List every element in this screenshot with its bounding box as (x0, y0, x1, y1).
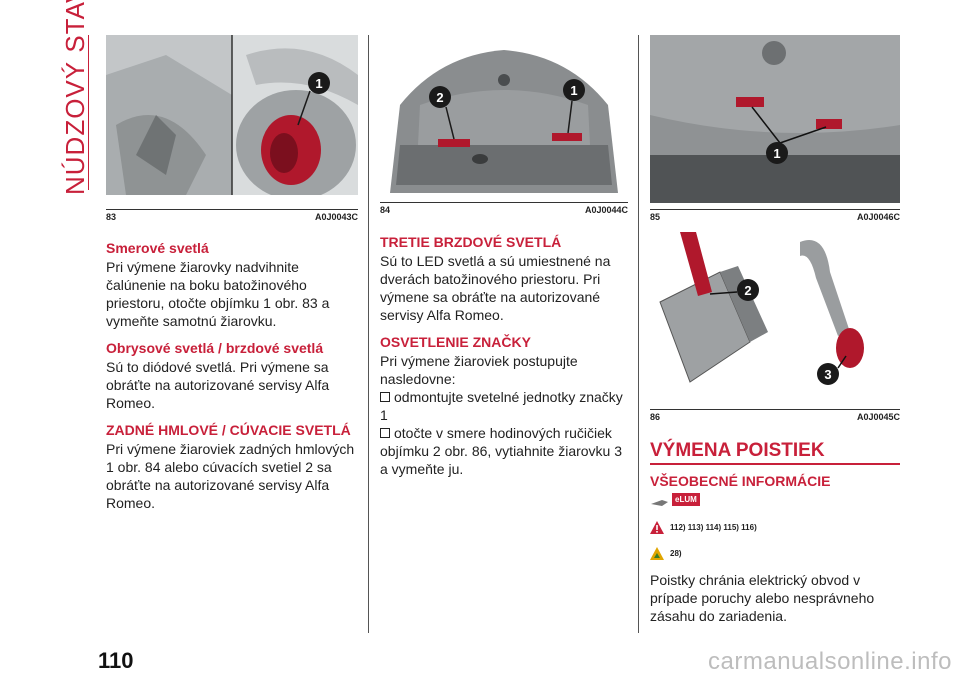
elum-row: eLUM (650, 493, 900, 511)
paragraph-turn-signals: Pri výmene žiarovky nadvihnite čalúnenie… (106, 259, 330, 329)
checkbox-bullet-icon (380, 428, 390, 438)
figure-86-image: 2 3 (650, 232, 900, 400)
column-1-text: Smerové svetlá Pri výmene žiarovky nadvi… (106, 240, 358, 512)
heading-plate-lights: OSVETLENIE ZNAČKY (380, 334, 531, 350)
section-title: NÚDZOVÝ STAV (60, 0, 90, 195)
heading-position-brake-lights: Obrysové svetlá / brzdové svetlá (106, 340, 324, 356)
figure-86-caption: 86 A0J0045C (650, 409, 900, 426)
heading-general-info: VŠEOBECNÉ INFORMÁCIE (650, 473, 831, 489)
environment-note-icon (650, 547, 664, 560)
note-references: 28) (670, 549, 682, 558)
figure-number: 86 (650, 412, 661, 422)
checkbox-bullet-icon (380, 392, 390, 402)
elum-badge: eLUM (672, 493, 700, 506)
step-2: otočte v smere hodinových ručičiek objím… (380, 424, 630, 478)
step-2-text: otočte v smere hodinových ručičiek objím… (380, 425, 623, 477)
warning-row: 112) 113) 114) 115) 116) (650, 521, 900, 535)
hand-pointer-icon (651, 500, 668, 506)
figure-83-image: 1 (106, 35, 358, 195)
column-divider (368, 35, 369, 633)
figure-code: A0J0045C (856, 412, 900, 422)
section-divider (88, 35, 89, 190)
figure-85-caption: 85 A0J0046C (650, 209, 900, 226)
figure-number: 84 (380, 205, 391, 215)
warning-triangle-icon (650, 521, 664, 534)
heading-third-brake-light: TRETIE BRZDOVÉ SVETLÁ (380, 234, 562, 250)
column-3-subsection: VŠEOBECNÉ INFORMÁCIE eLUM 112) 113) 114)… (650, 473, 900, 625)
figure-86-callout-3: 3 (824, 367, 831, 382)
figure-86-callout-2: 2 (744, 283, 751, 298)
warning-references: 112) 113) 114) 115) 116) (670, 523, 757, 532)
figure-number: 85 (650, 212, 661, 222)
heading-underline (650, 463, 900, 465)
figure-85-image: 1 (650, 35, 900, 203)
note-row: 28) (650, 547, 900, 561)
paragraph-fuses: Poistky chránia elektrický obvod v prípa… (650, 572, 875, 624)
figure-83-callout-1: 1 (315, 76, 322, 91)
column-divider (638, 35, 639, 633)
heading-turn-signals: Smerové svetlá (106, 240, 209, 256)
paragraph-fog-reverse-lights: Pri výmene žiaroviek zadných hmlových 1 … (106, 441, 355, 511)
figure-84-image: 2 1 (380, 35, 628, 193)
paragraph-plate-lights: Pri výmene žiaroviek postupujte nasledov… (380, 353, 578, 387)
watermark: carmanualsonline.info (708, 648, 952, 675)
heading-fog-reverse-lights: ZADNÉ HMLOVÉ / CÚVACIE SVETLÁ (106, 422, 351, 438)
figure-84-caption: 84 A0J0044C (380, 202, 628, 219)
figure-code: A0J0044C (584, 205, 628, 215)
figure-84-callout-1: 1 (570, 83, 577, 98)
paragraph-third-brake-light: Sú to LED svetlá a sú umiestnené na dver… (380, 253, 611, 323)
figure-code: A0J0046C (856, 212, 900, 222)
paragraph-position-brake-lights: Sú to diódové svetlá. Pri výmene sa obrá… (106, 359, 330, 411)
step-1-text: odmontujte svetelné jednotky značky (394, 389, 623, 405)
heading-fuse-replacement: VÝMENA POISTIEK (650, 440, 825, 461)
figure-number: 83 (106, 212, 117, 222)
step-1: odmontujte svetelné jednotky značky (380, 388, 630, 406)
figure-code: A0J0043C (314, 212, 358, 222)
column-3-text: VÝMENA POISTIEK (650, 440, 900, 462)
figure-85-callout-1: 1 (773, 146, 780, 161)
column-2-text: TRETIE BRZDOVÉ SVETLÁ Sú to LED svetlá a… (380, 234, 630, 478)
step-1-tail: 1 (380, 407, 388, 423)
figure-84-callout-2: 2 (436, 90, 443, 105)
page-number: 110 (98, 648, 134, 673)
figure-83-caption: 83 A0J0043C (106, 209, 358, 226)
